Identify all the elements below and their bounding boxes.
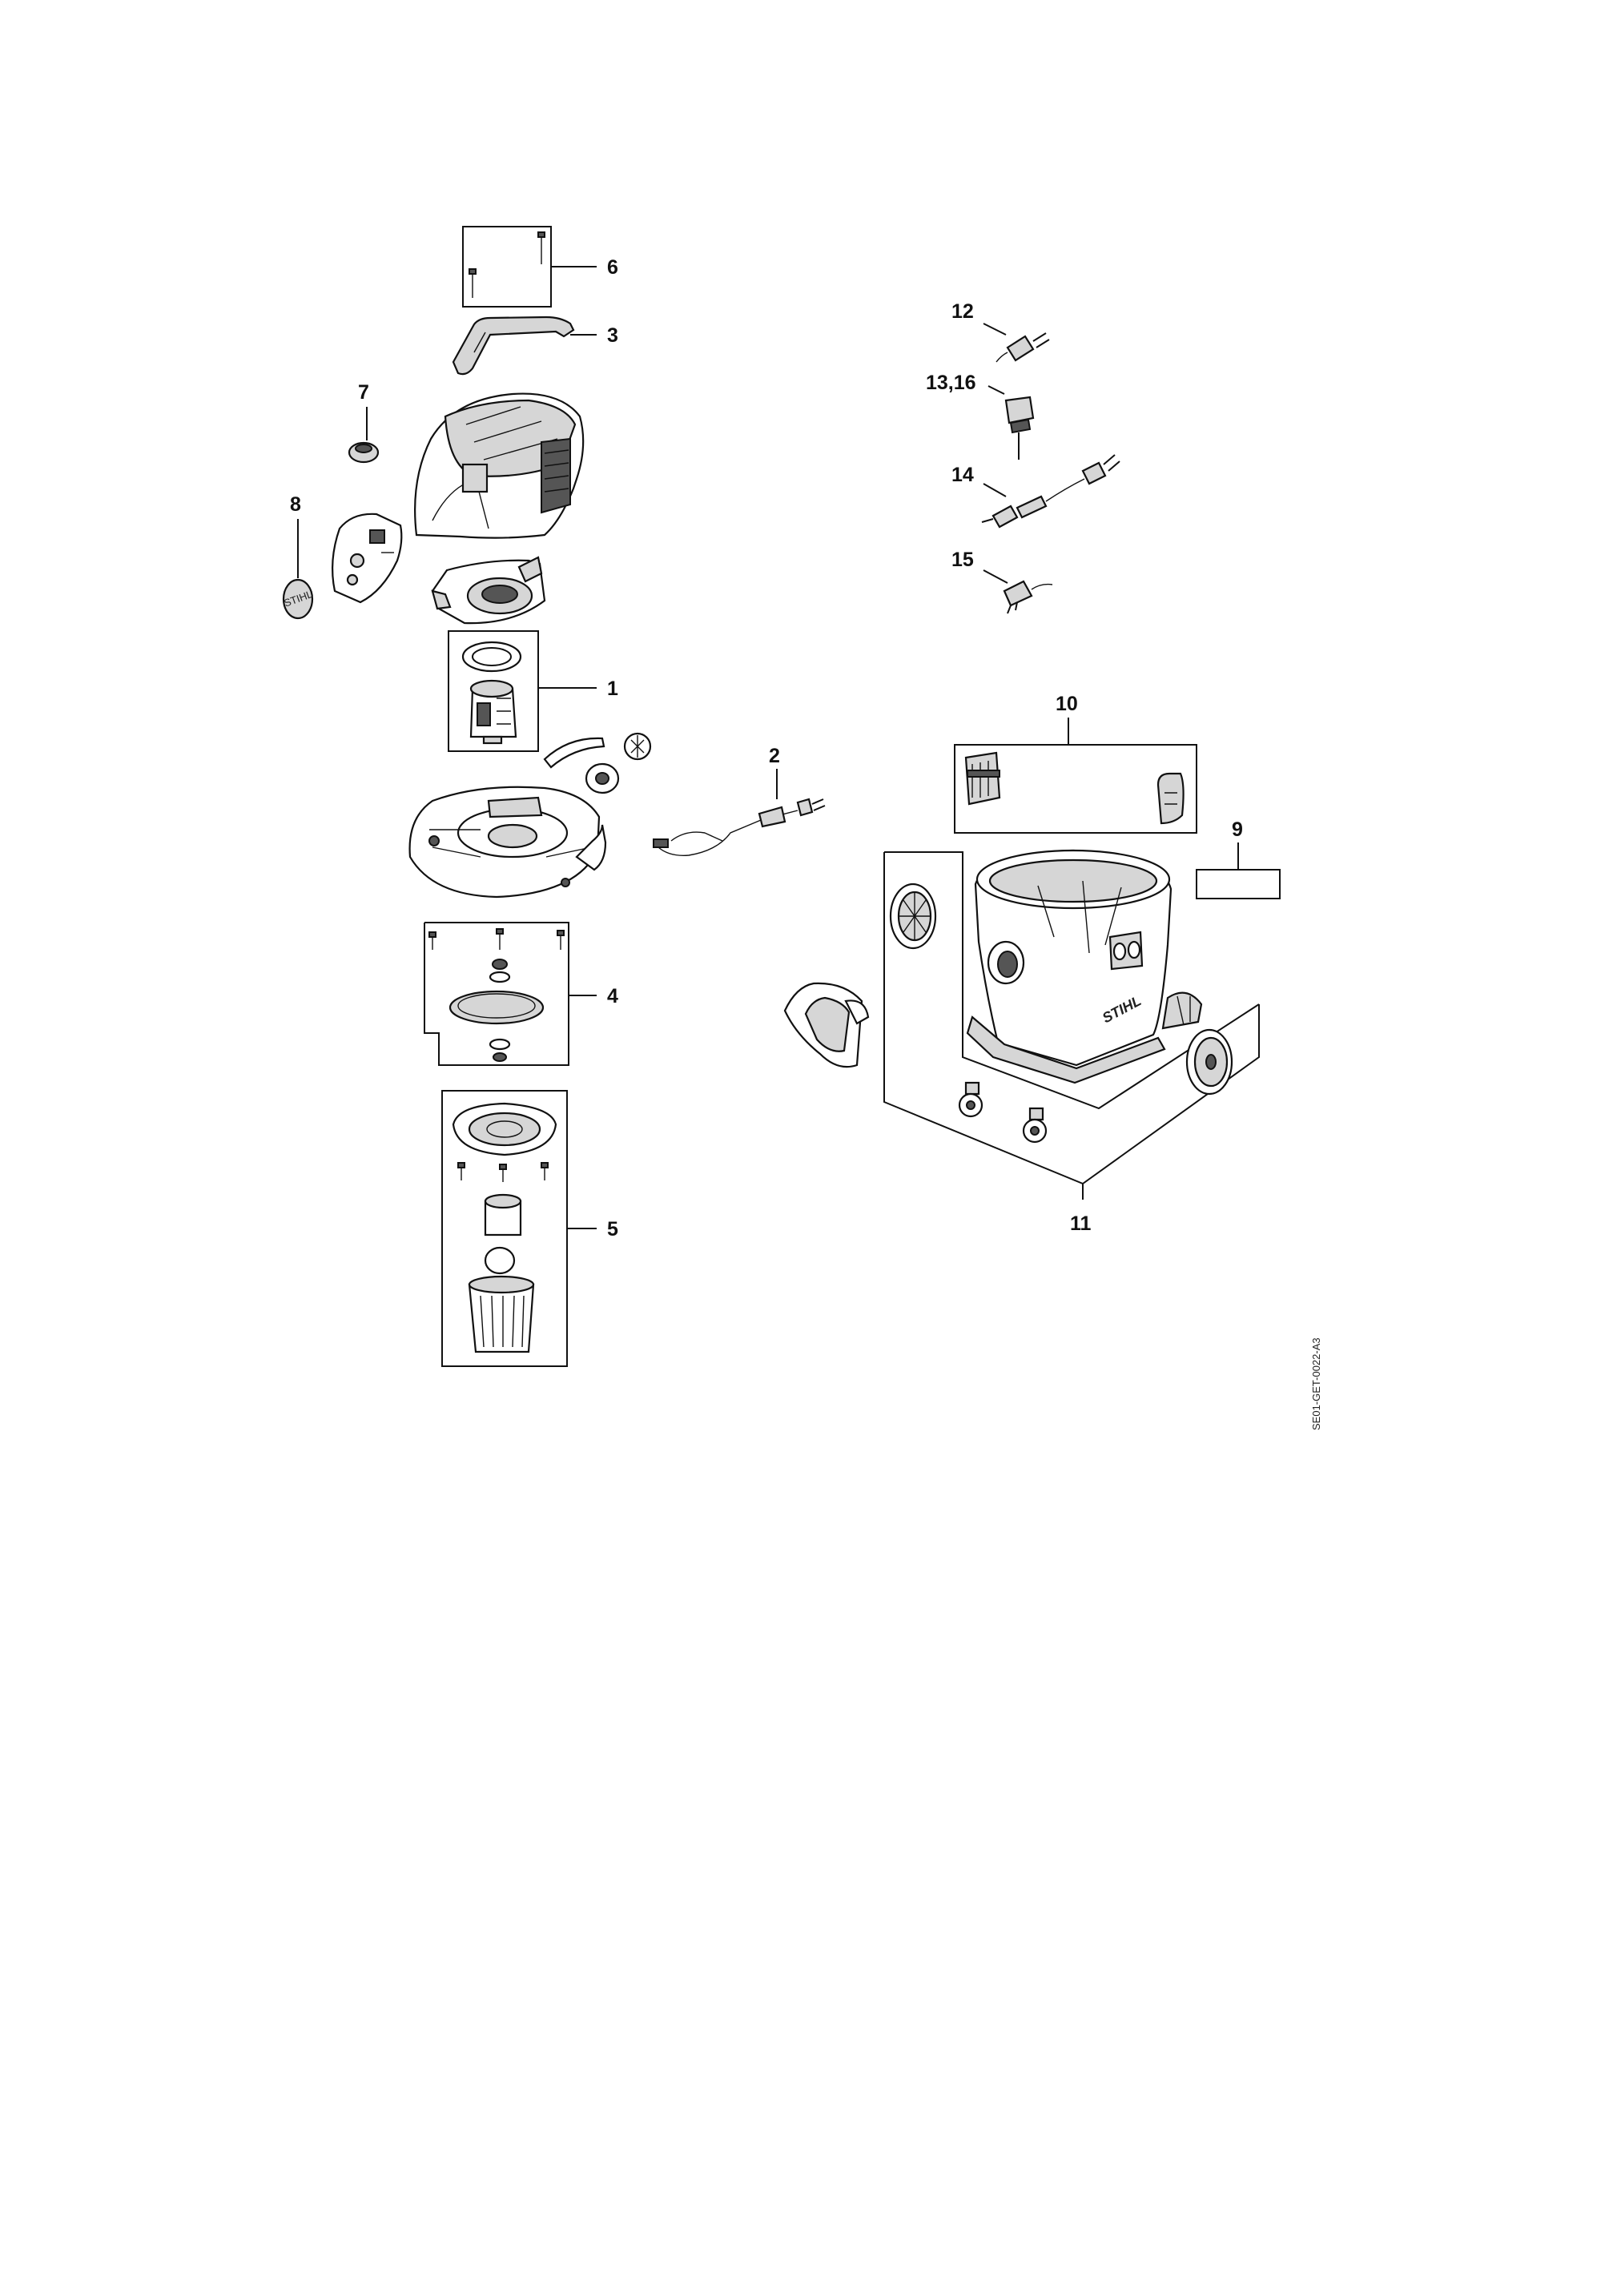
caster-left — [958, 1081, 983, 1118]
callout-13-16: 13,16 — [926, 372, 976, 394]
callout-6: 6 — [607, 256, 618, 279]
callout-14: 14 — [951, 464, 974, 486]
part-14-extension-cord: 14 — [951, 454, 1120, 529]
callout-1: 1 — [607, 678, 618, 700]
callout-2: 2 — [769, 745, 780, 767]
part-6-screws-box: 6 — [462, 226, 618, 308]
part-2-power-cord: 2 — [653, 745, 826, 856]
part-motor-head-cover — [414, 392, 585, 539]
part-12-plug: 12 — [951, 300, 1050, 363]
document-code: SE01-GET-0022-A3 — [1310, 1337, 1322, 1430]
part-4-filter-cover-box: 4 — [424, 922, 618, 1066]
part-5-filter-basket-box: 5 — [441, 1090, 618, 1367]
part-15-plug: 15 — [951, 549, 1053, 614]
part-13-16-plug: 13,16 — [926, 372, 1035, 460]
callout-11: 11 — [1070, 1212, 1092, 1235]
part-8-side-cover: 8 STIHL — [282, 493, 403, 620]
caster-right — [1022, 1107, 1048, 1144]
part-motor-base — [408, 786, 607, 899]
callout-12: 12 — [951, 300, 974, 323]
part-inlet-nozzle — [783, 982, 870, 1068]
part-7-switch-knob: 7 — [348, 381, 380, 464]
part-11-container-assembly: STIHL 11 — [883, 849, 1260, 1235]
part-10-clips-box: 10 — [954, 693, 1197, 834]
callout-4: 4 — [607, 985, 618, 1007]
callout-8: 8 — [290, 493, 301, 516]
emblem-disc — [282, 578, 314, 620]
part-9-label-box: 9 — [1196, 818, 1281, 899]
part-fan-housing — [431, 556, 546, 625]
callout-3: 3 — [607, 324, 618, 347]
callout-10: 10 — [1056, 693, 1078, 715]
part-3-handle: 3 — [452, 316, 618, 376]
part-1-motor-box: 1 — [448, 630, 618, 752]
callout-7: 7 — [358, 381, 369, 404]
part-small-seals — [543, 732, 652, 794]
callout-5: 5 — [607, 1218, 618, 1240]
callout-9: 9 — [1232, 818, 1243, 841]
callout-15: 15 — [951, 549, 974, 571]
